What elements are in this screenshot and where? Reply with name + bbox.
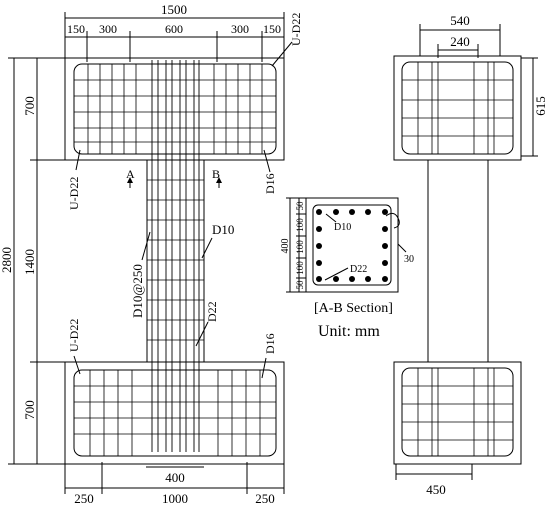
top-flange-cage	[73, 63, 277, 155]
top-dim-5: 150	[263, 22, 281, 36]
d10-label: D10	[212, 222, 234, 237]
d16-bottom-label: D16	[263, 333, 277, 354]
leader-u-d22-top-left	[75, 149, 81, 171]
section-text: 400 50 100 100 100 50 D10 D22 30 [A-B Se…	[280, 201, 414, 340]
top-dim-3: 600	[165, 22, 183, 36]
side-height-label: 615	[533, 96, 548, 116]
top-flange-grid	[74, 64, 276, 154]
section-b-label: B	[212, 167, 220, 181]
elevation-view	[8, 12, 293, 494]
left-part-3: 700	[22, 400, 37, 420]
bottom-dim-3: 250	[255, 491, 275, 506]
leader-u-d22-top-right	[271, 41, 293, 67]
top-flange-outline	[64, 57, 285, 161]
top-total-label: 1500	[161, 2, 187, 17]
side-bottom-outline	[393, 361, 522, 465]
leader-d22	[195, 321, 209, 347]
section-dim-3: 100	[295, 240, 305, 254]
top-dim-4: 300	[231, 22, 249, 36]
side-top-cage	[401, 61, 514, 155]
section-hook-icon	[385, 212, 400, 229]
section-d10-label: D10	[334, 222, 351, 233]
leader-d10	[201, 237, 213, 259]
unit-label: Unit: mm	[318, 323, 380, 340]
section-cover-label: 30	[404, 254, 414, 265]
section-title: [A-B Section]	[314, 301, 393, 316]
bottom-dim-1: 250	[74, 491, 94, 506]
leader-d16-top	[263, 149, 271, 173]
u-d22-top-left-label: U-D22	[67, 177, 81, 210]
left-total-label: 2800	[0, 247, 14, 273]
section-dim-1: 50	[295, 201, 305, 211]
side-top-width-label: 540	[450, 13, 470, 28]
side-top-outline	[393, 55, 522, 161]
bottom-flange-cage	[73, 369, 277, 457]
side-bottom-width-label: 450	[426, 482, 446, 497]
section-d22-label: D22	[350, 264, 367, 275]
bottom-inner-label: 400	[165, 470, 185, 485]
d22-label: D22	[205, 301, 219, 322]
bottom-flange-grid	[74, 370, 276, 456]
cross-section	[286, 197, 407, 293]
bottom-flange-outline	[64, 361, 285, 465]
section-total-label: 400	[280, 239, 291, 254]
section-a-label: A	[126, 167, 135, 181]
leader-d10-spacing	[141, 231, 151, 261]
web-stirrups	[147, 179, 204, 341]
leader-u-d22-bottom-left	[73, 355, 81, 375]
top-dim-1: 150	[67, 22, 85, 36]
side-text: 540 240 615 450	[426, 13, 548, 497]
section-dim-5: 50	[295, 280, 305, 290]
elevation-text: 1500 150 300 600 300 150 U-D22 U-D22 D16…	[0, 2, 303, 506]
left-part-2: 1400	[22, 249, 37, 275]
section-stirrup	[312, 204, 392, 286]
bottom-dim-2: 1000	[162, 491, 188, 506]
u-d22-top-right-label: U-D22	[289, 13, 303, 46]
side-view	[393, 24, 538, 480]
longitudinal-bars	[151, 60, 200, 452]
section-dim-4: 100	[295, 261, 305, 275]
side-top-inner-label: 240	[450, 34, 470, 49]
top-dim-2: 300	[99, 22, 117, 36]
u-d22-bottom-left-label: U-D22	[67, 319, 81, 352]
leader-d16-bottom	[261, 357, 267, 379]
section-outline	[305, 197, 399, 293]
left-part-1: 700	[22, 96, 37, 116]
section-bars	[316, 209, 388, 282]
side-bottom-cage	[401, 367, 514, 457]
section-dim-2: 100	[295, 218, 305, 232]
d16-top-label: D16	[263, 173, 277, 194]
d10-spacing-label: D10@250	[130, 264, 145, 318]
